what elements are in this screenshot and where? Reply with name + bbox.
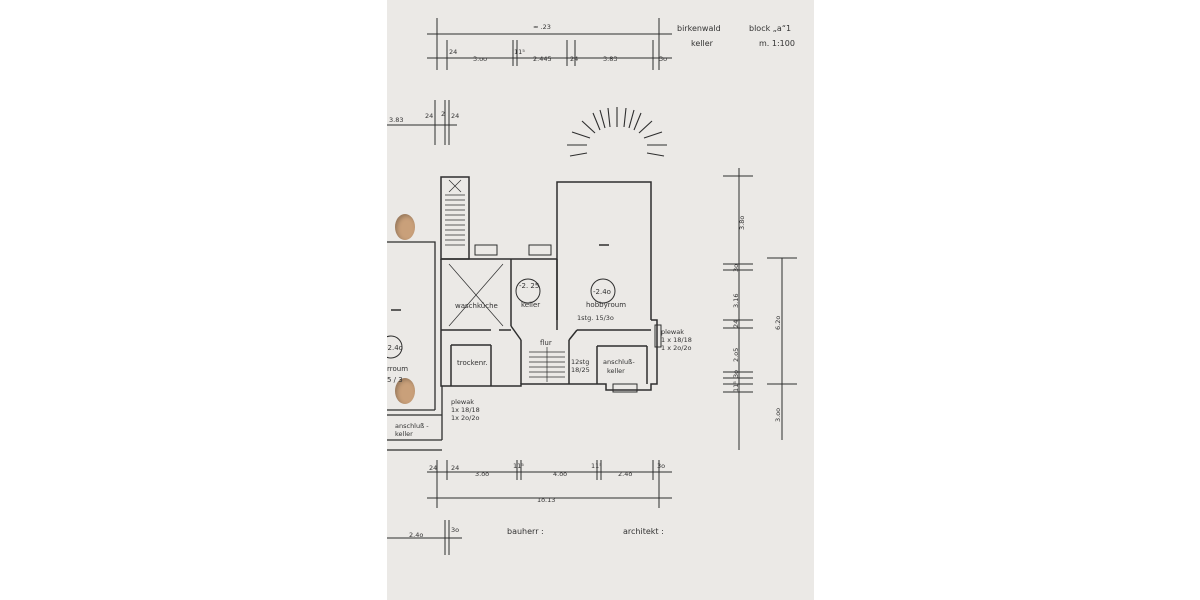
dim-lower-left-240: 2.4o [409,531,423,539]
dim-right-24: 24 [732,320,740,328]
dim-right-30: 3o [732,264,740,272]
hobby-level: -2.4o [593,288,611,296]
room-hobbyroom: hobbyroum [586,301,626,309]
dim-bottom-400: 4.oo [553,470,567,478]
dim-right-115: 11⁵ [732,381,740,392]
dim-right-300: 3.oo [774,408,782,422]
left-anschluss-line1: anschluß - [395,422,429,430]
dim-right-30b: 3o [732,370,740,378]
dim-right-316: 3.16 [732,294,740,308]
block-label: block „a“1 [749,24,791,33]
punch-hole-bottom [395,378,415,404]
dim-lower-left-30: 3o [451,526,459,534]
dim-top-383: 3.83 [603,55,617,63]
hobby-stairs: 1stg. 15/3o [577,314,614,322]
keller-level: -2. 25 [519,282,539,290]
plewak-left-line2: 1x 2o/2o [451,414,479,422]
floor-plan-sheet: birkenwald block „a“1 keller m. 1:100 ≈ … [387,0,814,600]
left-anschluss-line2: keller [395,430,413,438]
architekt-label: architekt : [623,527,664,536]
level-label: keller [691,39,714,48]
scale-label: m. 1:100 [759,39,795,48]
dim-bottom-overall: 1o.13 [537,496,555,504]
room-flur: flur [540,339,552,347]
dim-bottom-115: 11⁵ [513,462,524,470]
anschluss-keller-line1: anschluß- [603,358,635,366]
stair-note-1: 12stg [571,358,589,366]
dim-bottom-115b: 11⁵ [591,462,602,470]
room-trockenr: trockenr. [457,359,488,367]
plewak-right-line2: 1 x 2o/2o [661,344,692,352]
left-stairs: 5 / 3 [387,376,403,384]
room-waschkueche: waschküche [455,302,498,310]
plewak-right-title: plewak [661,328,684,336]
plewak-right-line1: 1 x 18/18 [661,336,692,344]
room-keller: keller [521,301,540,309]
dim-top-24: 24 [449,48,457,56]
dim-left-383: 3.83 [389,116,403,124]
punch-hole-top [395,214,415,240]
dim-right-380: 3.8o [738,216,746,230]
dim-top-2445: 2.445 [533,55,552,63]
dim-top-overall: ≈ .23 [533,23,551,31]
floor-plan-drawing: birkenwald block „a“1 keller m. 1:100 ≈ … [387,18,797,555]
dim-left-24b: 24 [451,112,459,120]
dim-bottom-300: 3.oo [475,470,489,478]
dim-right-205: 2.o5 [732,348,740,362]
dim-left-2: 2 [441,110,445,118]
dim-left-24: 24 [425,112,433,120]
anschluss-keller-line2: keller [607,367,625,375]
dim-top-115: 11⁵ [514,48,525,56]
plewak-left-line1: 1x 18/18 [451,406,480,414]
bauherr-label: bauherr : [507,527,544,536]
dim-bottom-24b: 24 [451,464,459,472]
dim-top-300: 3.oo [473,55,487,63]
project-name: birkenwald [677,24,721,33]
dim-top-30: 3o [659,55,667,63]
dim-bottom-24: 24 [429,464,437,472]
dim-bottom-30: 3o [657,462,665,470]
plewak-left-title: plewak [451,398,474,406]
dim-right-620: 6.2o [774,316,782,330]
left-room: rroum [387,365,408,373]
dim-top-24b: 24 [570,55,578,63]
left-level: -2.4o [387,344,403,352]
stair-note-2: 18/25 [571,366,590,374]
dim-bottom-240: 2.4o [618,470,632,478]
